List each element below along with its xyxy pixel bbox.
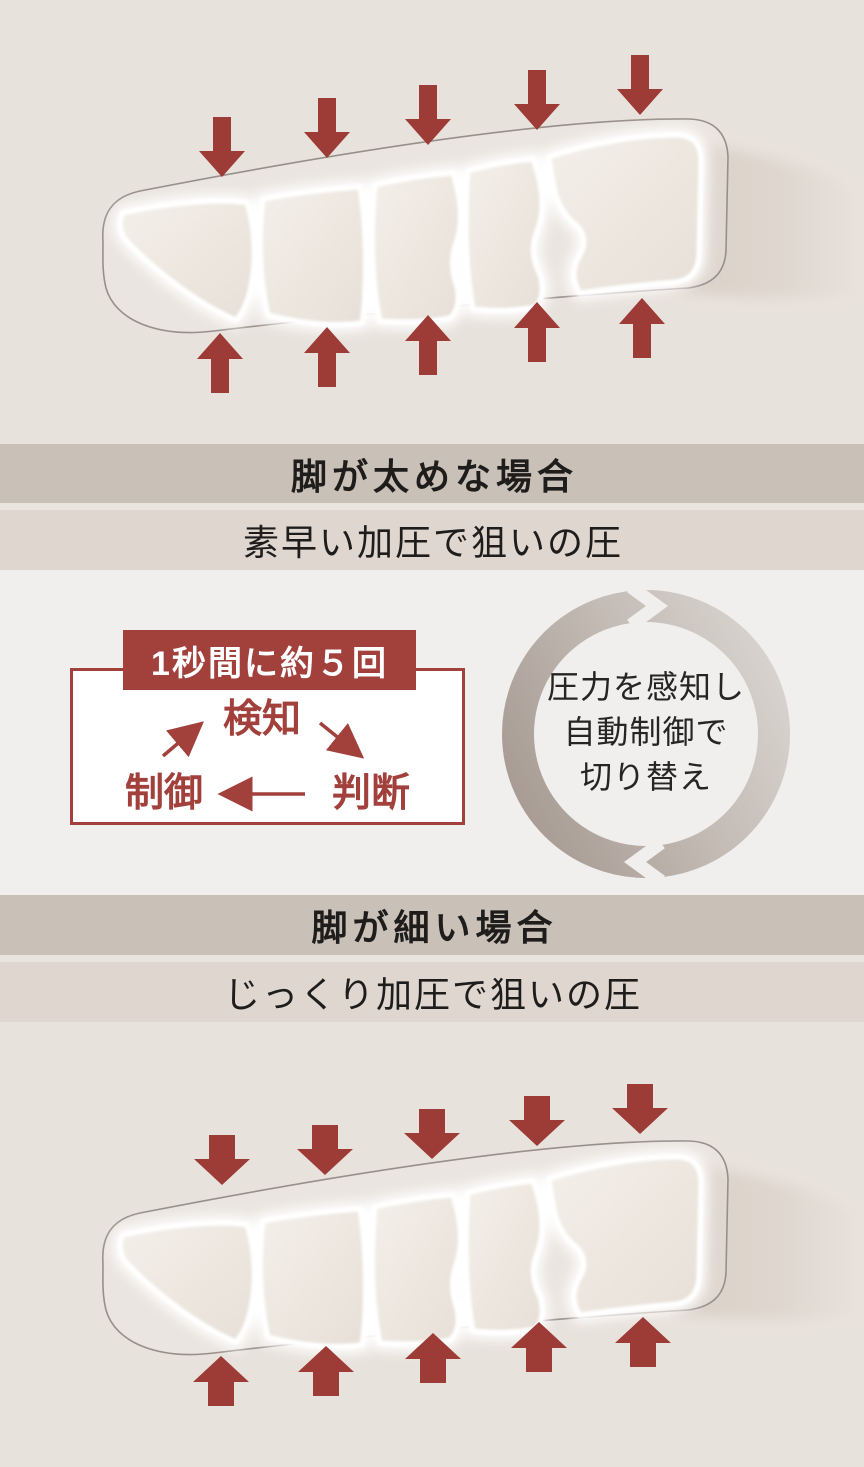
cycle-rate-badge: 1秒間に約５回 (123, 630, 416, 690)
heading-thick-legs: 脚が太めな場合 (0, 444, 864, 503)
illustration-section-thick-leg (0, 0, 864, 444)
up-arrow-icon (304, 327, 350, 387)
cycle-step-control: 制御 (125, 772, 204, 815)
cycle-ring-icon (502, 586, 790, 882)
divider (0, 503, 864, 510)
cycle-diagram: 1秒間に約５回 検知 判断 制御 (70, 630, 465, 825)
down-arrow-icon (509, 1096, 565, 1146)
subheading-thick-legs: 素早い加圧で狙いの圧 (0, 510, 864, 570)
up-arrow-icon (514, 302, 560, 362)
down-arrow-icon (199, 117, 245, 177)
auto-control-ring: 圧力を感知し 自動制御で 切り替え (500, 586, 792, 882)
illustration-section-thin-leg (0, 1022, 864, 1467)
pressure-down-arrows (199, 55, 663, 177)
pressure-down-arrows (194, 1084, 668, 1185)
pressure-up-arrows (197, 298, 665, 393)
ring-caption-line: 切り替え (579, 759, 712, 795)
cycle-step-judge: 判断 (332, 772, 411, 815)
up-arrow-icon (298, 1346, 354, 1396)
down-arrow-icon (304, 98, 350, 158)
leg-cuff-art (102, 118, 858, 334)
ring-caption: 圧力を感知し 自動制御で 切り替え (500, 665, 792, 800)
ring-caption-line: 圧力を感知し (546, 669, 745, 705)
ring-caption-line: 自動制御で (563, 714, 729, 750)
up-arrow-icon (619, 298, 665, 358)
subheading-thick-legs-label: 素早い加圧で狙いの圧 (242, 522, 623, 563)
heading-thin-legs-label: 脚が細い場合 (311, 907, 558, 948)
air-cell-segments (117, 132, 704, 327)
down-arrow-icon (612, 1084, 668, 1134)
down-arrow-icon (297, 1125, 353, 1175)
leg-cuff-illustration-thin (0, 1084, 864, 1406)
down-arrow-icon (404, 1109, 460, 1159)
pressure-up-arrows (193, 1317, 671, 1406)
heading-thick-legs-label: 脚が太めな場合 (290, 455, 578, 497)
arrow-detect-to-judge (318, 721, 365, 759)
down-arrow-icon (194, 1135, 250, 1185)
up-arrow-icon (405, 1333, 461, 1383)
heading-thin-legs: 脚が細い場合 (0, 895, 864, 955)
cycle-step-detect: 検知 (223, 698, 302, 741)
down-arrow-icon (514, 70, 560, 130)
subheading-thin-legs-label: じっくり加圧で狙いの圧 (223, 974, 642, 1015)
up-arrow-icon (615, 1317, 671, 1367)
subheading-thin-legs: じっくり加圧で狙いの圧 (0, 962, 864, 1022)
up-arrow-icon (511, 1322, 567, 1372)
leg-cuff-illustration-thick (102, 55, 858, 393)
up-arrow-icon (193, 1356, 249, 1406)
auto-control-diagram-section: 1秒間に約５回 検知 判断 制御 (0, 570, 864, 895)
up-arrow-icon (405, 315, 451, 375)
up-arrow-icon (197, 333, 243, 393)
down-arrow-icon (617, 55, 663, 115)
cycle-arrows (161, 721, 365, 812)
arrow-control-to-detect (161, 721, 205, 758)
divider (0, 955, 864, 962)
down-arrow-icon (405, 85, 451, 145)
